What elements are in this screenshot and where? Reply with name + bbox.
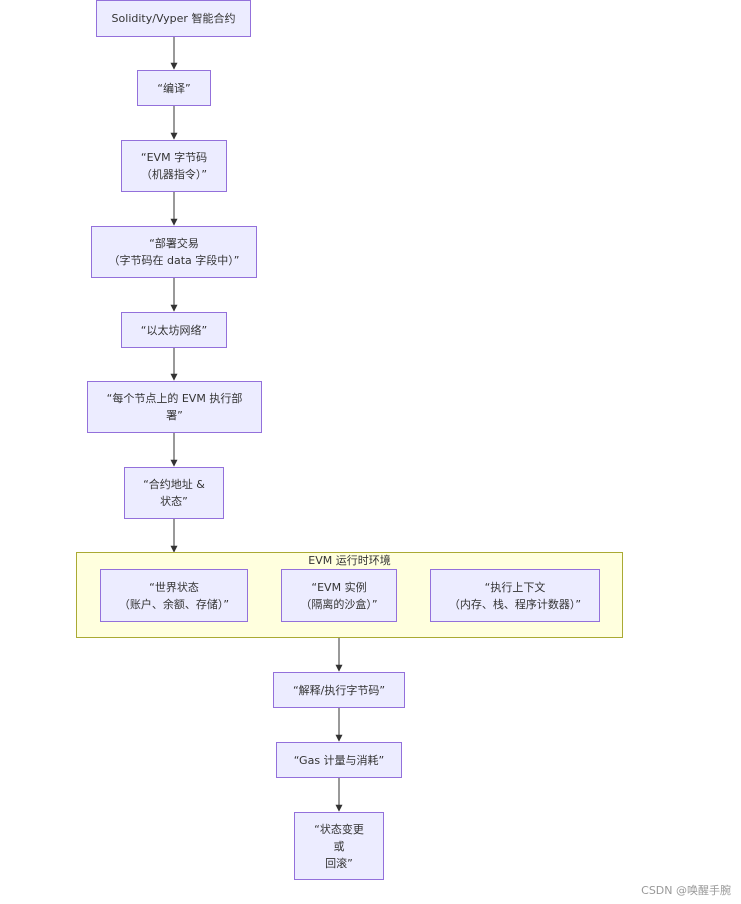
- cluster-title: EVM 运行时环境: [308, 554, 391, 567]
- node-evm-instance: “EVM 实例 （隔离的沙盒）”: [281, 569, 397, 622]
- node-state-change-or-revert: “状态变更 或 回滚”: [294, 812, 384, 880]
- node-evm-bytecode: “EVM 字节码 （机器指令）”: [121, 140, 227, 192]
- node-world-state: “世界状态 （账户、余额、存储）”: [100, 569, 248, 622]
- node-compile: “编译”: [137, 70, 211, 106]
- node-deploy-transaction: “部署交易 （字节码在 data 字段中）”: [91, 226, 257, 278]
- node-contract-address-state: “合约地址 & 状态”: [124, 467, 224, 519]
- node-gas-metering: “Gas 计量与消耗”: [276, 742, 402, 778]
- node-interpret-bytecode: “解释/执行字节码”: [273, 672, 405, 708]
- watermark: CSDN @唤醒手腕: [641, 884, 731, 897]
- node-smart-contract: Solidity/Vyper 智能合约: [96, 0, 251, 37]
- node-ethereum-network: “以太坊网络”: [121, 312, 227, 348]
- node-execution-context: “执行上下文 （内存、栈、程序计数器）”: [430, 569, 600, 622]
- node-evm-execute-deploy: “每个节点上的 EVM 执行部 署”: [87, 381, 262, 433]
